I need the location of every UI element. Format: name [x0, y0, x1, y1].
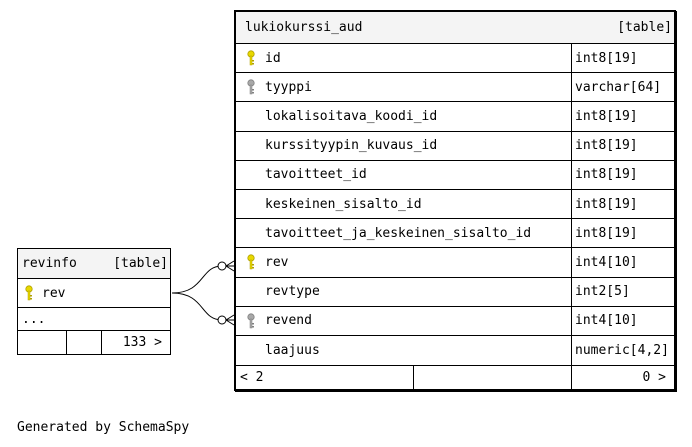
- table-type-label: [table]: [617, 20, 672, 35]
- column-type: int4[10]: [575, 313, 638, 329]
- row-count[interactable]: 133 >: [122, 335, 162, 350]
- column-name: revend: [265, 313, 312, 329]
- foreign-key-icon: [247, 313, 255, 329]
- column-row-laajuus[interactable]: laajuus numeric[4,2]: [236, 336, 674, 364]
- column-type: int8[19]: [575, 225, 638, 241]
- column-row-lokalisoitava-koodi-id[interactable]: lokalisoitava_koodi_id int8[19]: [236, 102, 674, 130]
- table-lukiokurssi-aud[interactable]: lukiokurssi_aud [table] id int8[19] tyyppi…: [234, 10, 676, 391]
- column-row-tavoitteet-id[interactable]: tavoitteet_id int8[19]: [236, 161, 674, 189]
- parent-count[interactable]: < 2: [240, 370, 264, 385]
- table-footer: < 2 0 >: [236, 366, 674, 389]
- table-type-label: [table]: [113, 256, 168, 271]
- column-type: int2[5]: [575, 284, 630, 300]
- zero-cardinality-marker: [217, 315, 227, 325]
- generated-by-text: Generated by SchemaSpy: [17, 420, 190, 435]
- column-row-tyyppi[interactable]: tyyppi varchar[64]: [236, 73, 674, 101]
- column-name: keskeinen_sisalto_id: [265, 196, 422, 212]
- column-type: int4[10]: [575, 254, 638, 270]
- table-header: lukiokurssi_aud [table]: [236, 12, 674, 43]
- primary-key-icon: [247, 50, 255, 66]
- relationship-revend: [171, 292, 234, 321]
- column-name: tyyppi: [265, 79, 312, 95]
- child-count[interactable]: 0 >: [642, 370, 666, 385]
- column-row-id[interactable]: id int8[19]: [236, 44, 674, 72]
- crowfoot-marker: [225, 314, 235, 326]
- column-name: laajuus: [265, 342, 320, 358]
- column-type: int8[19]: [575, 167, 638, 183]
- column-name: rev: [42, 285, 66, 301]
- table-name: lukiokurssi_aud: [245, 20, 363, 35]
- column-row-revtype[interactable]: revtype int2[5]: [236, 278, 674, 306]
- column-row[interactable]: rev: [18, 279, 170, 307]
- column-row-revend[interactable]: revend int4[10]: [236, 307, 674, 335]
- column-name: id: [265, 50, 281, 66]
- column-type: int8[19]: [575, 138, 638, 154]
- column-type: varchar[64]: [575, 79, 662, 95]
- column-name: revtype: [265, 284, 320, 300]
- column-row-tavoitteet-ja-keskeinen-sisalto-id[interactable]: tavoitteet_ja_keskeinen_sisalto_id int8[1…: [236, 219, 674, 247]
- column-type: numeric[4,2]: [575, 342, 669, 358]
- relationship-rev: [171, 265, 234, 294]
- table-footer: 133 >: [18, 331, 170, 354]
- column-row-rev[interactable]: rev int4[10]: [236, 248, 674, 276]
- column-name: rev: [265, 254, 289, 270]
- column-type: int8[19]: [575, 108, 638, 124]
- more-columns-row: ...: [18, 308, 170, 330]
- primary-key-icon: [247, 254, 255, 270]
- ellipsis-text: ...: [22, 311, 46, 327]
- table-header: revinfo [table]: [18, 249, 170, 278]
- foreign-key-icon: [247, 79, 255, 95]
- table-name: revinfo: [22, 256, 77, 271]
- crowfoot-marker: [225, 260, 235, 272]
- column-type: int8[19]: [575, 50, 638, 66]
- zero-cardinality-marker: [217, 261, 227, 271]
- primary-key-icon: [25, 285, 33, 301]
- column-name: kurssityypin_kuvaus_id: [265, 138, 438, 154]
- column-row-keskeinen-sisalto-id[interactable]: keskeinen_sisalto_id int8[19]: [236, 190, 674, 218]
- column-name: lokalisoitava_koodi_id: [265, 108, 438, 124]
- column-name: tavoitteet_id: [265, 167, 367, 183]
- column-name: tavoitteet_ja_keskeinen_sisalto_id: [265, 225, 532, 241]
- column-row-kurssityypin-kuvaus-id[interactable]: kurssityypin_kuvaus_id int8[19]: [236, 132, 674, 160]
- table-revinfo[interactable]: revinfo [table] rev ... 133 >: [17, 248, 171, 355]
- column-type: int8[19]: [575, 196, 638, 212]
